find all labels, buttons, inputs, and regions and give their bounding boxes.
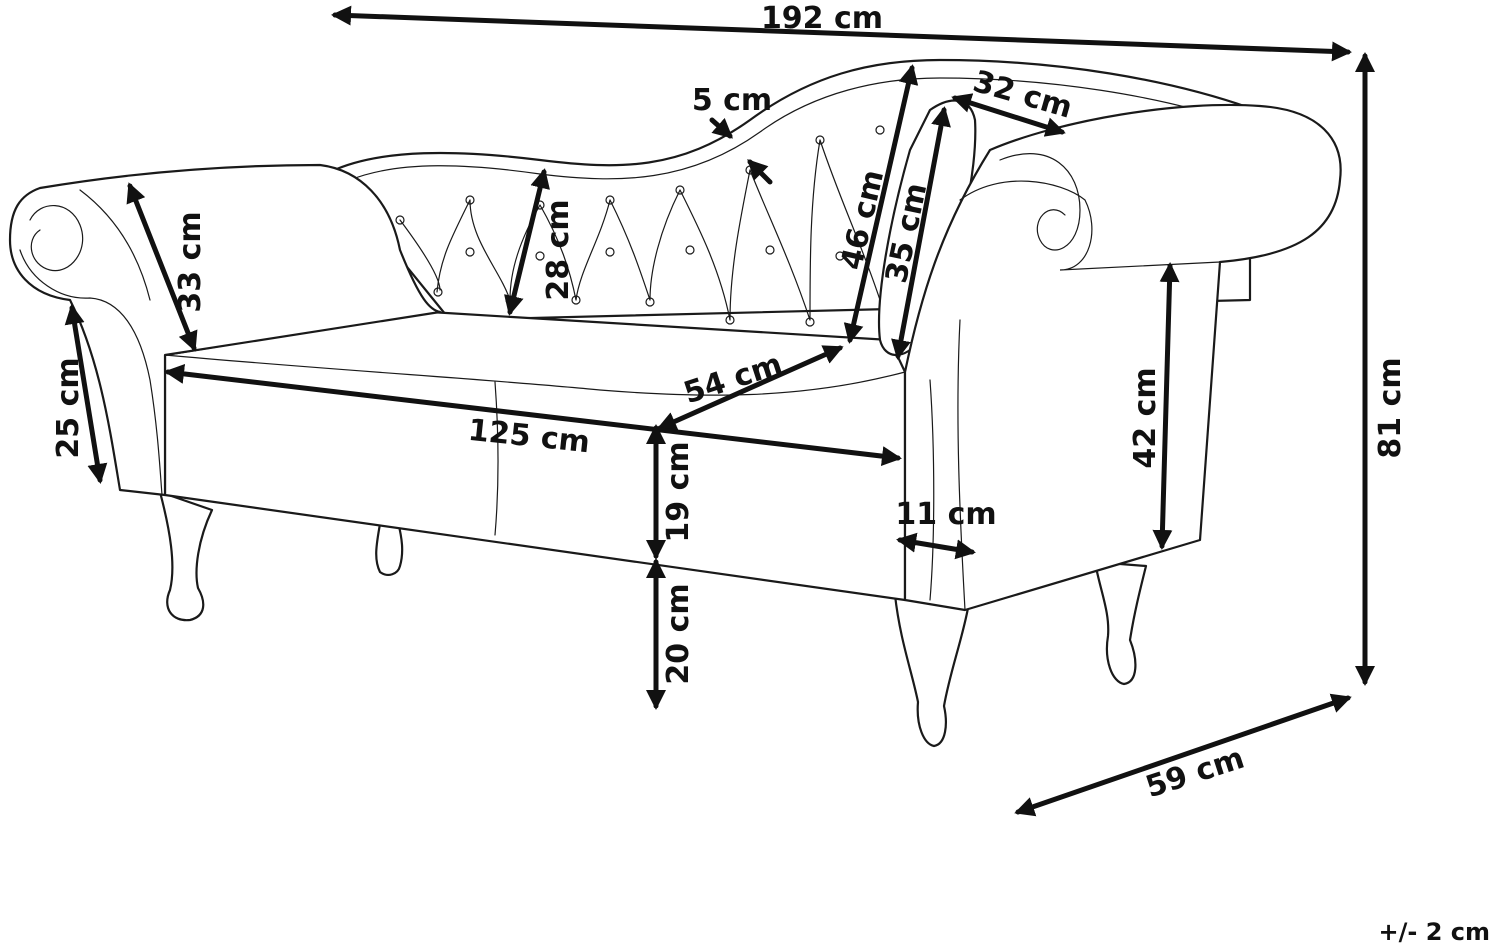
tolerance-note: +/- 2 cm [1379,918,1490,946]
arrow-backrest-height [504,168,550,316]
arrow-armrest-depth [126,182,198,352]
label-backrest-height: 28 cm [541,199,576,300]
label-armrest-depth: 33 cm [173,211,208,312]
arrow-arm-width [896,532,976,560]
arrow-total-width [331,5,1352,62]
leg-front-left [158,490,214,622]
leg-front-right [893,593,970,748]
label-arm-width: 11 cm [895,497,996,532]
arrow-side-arm-height [1152,262,1180,550]
arrow-frame-bottom [747,159,773,185]
label-seat-thickness: 19 cm [661,441,696,542]
armrest-left [8,163,442,497]
arrow-frame-top [709,117,733,139]
arrow-cushion-width [951,93,1066,137]
arrow-total-depth [1014,693,1352,817]
label-total-height: 81 cm [1373,357,1408,458]
label-total-width: 192 cm [761,1,883,36]
arrow-armrest-height [64,304,108,484]
label-leg-height: 20 cm [661,583,696,684]
arrow-cushion-height [891,106,951,360]
arrow-seat-width [164,363,902,467]
dimension-arrows [64,5,1375,817]
leg-back-right [1093,560,1148,686]
label-frame-thickness: 5 cm [692,83,772,118]
leg-back-left [375,520,404,576]
label-side-arm-height: 42 cm [1128,367,1163,468]
label-armrest-height: 25 cm [51,357,86,458]
seat-cushion [163,310,907,602]
